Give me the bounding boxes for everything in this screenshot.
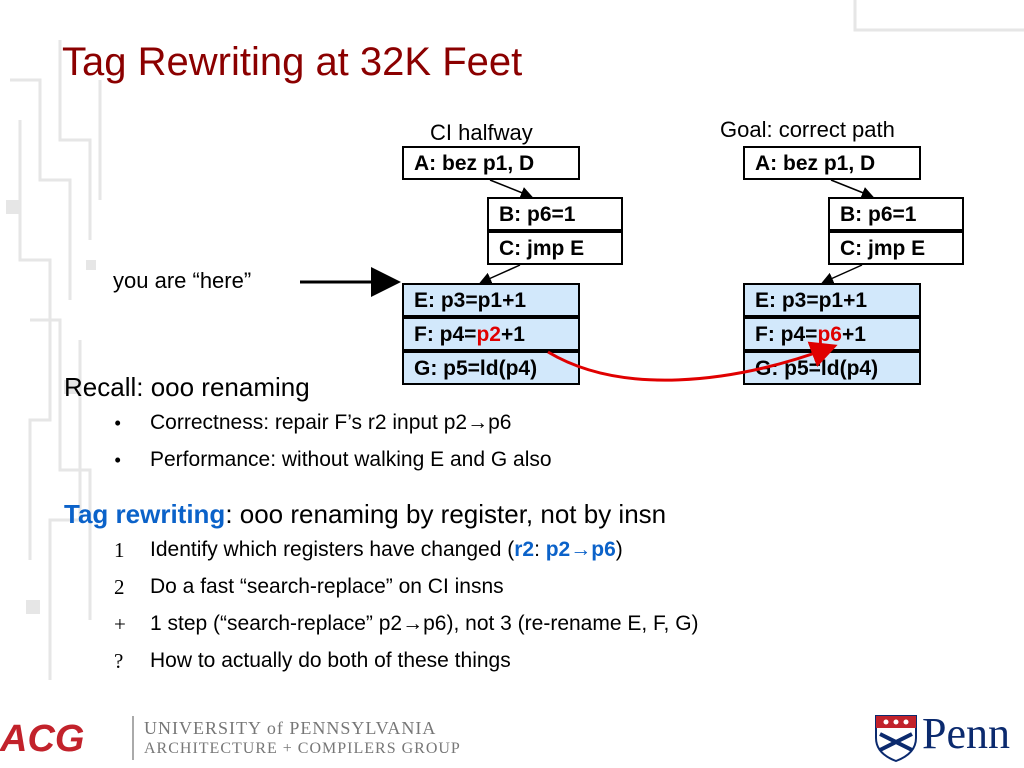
left-f-register: p2 — [476, 323, 501, 346]
insn-f-suffix: +1 — [500, 323, 525, 346]
list-item: • Correctness: repair F’s r2 input p2→p6 — [64, 411, 984, 448]
left-insn-e-box: E: p3=p1+1 — [402, 283, 580, 317]
list-item: 1 Identify which registers have changed … — [64, 538, 984, 575]
penn-shield-icon — [875, 715, 917, 762]
recall-heading: Recall: ooo renaming — [64, 372, 310, 402]
right-insn-f-box: F: p4=p6+1 — [743, 317, 921, 351]
tagrewrite-heading-rest: : ooo renaming by register, not by insn — [225, 499, 667, 529]
left-diagram-caption: CI halfway — [430, 120, 533, 145]
list-item: 2 Do a fast “search-replace” on CI insns — [64, 575, 984, 612]
insn-f-prefix: F: p4= — [414, 323, 477, 346]
right-insn-e-box: E: p3=p1+1 — [743, 283, 921, 317]
red-mapping-arrow — [547, 341, 838, 382]
list-item: ? How to actually do both of these thing… — [64, 649, 984, 686]
item-text: Identify which registers have changed (r… — [150, 538, 623, 562]
right-insn-c-box: C: jmp E — [828, 231, 964, 265]
item-register: r2 — [514, 538, 535, 561]
insn-f-prefix: F: p4= — [755, 323, 818, 346]
right-insn-b-box: B: p6=1 — [828, 197, 964, 231]
right-insn-a-box: A: bez p1, D — [743, 146, 921, 180]
item-mapping: p2→p6 — [545, 538, 616, 561]
item-marker: 2 — [114, 575, 125, 599]
penn-logo: Penn — [922, 709, 1010, 758]
bullet-text: Correctness: repair F’s r2 input p2→p6 — [150, 411, 512, 434]
pointer-label: you are “here” — [113, 268, 252, 293]
arrow-c-to-e-left — [479, 264, 521, 284]
left-insn-b-box: B: p6=1 — [487, 197, 623, 231]
bullet-text: Performance: without walking E and G als… — [150, 448, 552, 471]
arrow-c-to-e-right — [821, 264, 863, 284]
bullet-marker: • — [114, 448, 122, 472]
bullet-marker: • — [114, 411, 122, 435]
group-name: ARCHITECTURE + COMPILERS GROUP — [144, 740, 461, 757]
arrow-a-to-b-left — [489, 179, 533, 199]
insn-f-suffix: +1 — [841, 323, 866, 346]
item-text: 1 step (“search-replace” p2→p6), not 3 (… — [150, 612, 699, 635]
tagrewrite-heading: Tag rewriting: ooo renaming by register,… — [64, 499, 984, 530]
slide-title: Tag Rewriting at 32K Feet — [62, 40, 523, 84]
item-text: Do a fast “search-replace” on CI insns — [150, 575, 504, 598]
left-insn-f-box: F: p4=p2+1 — [402, 317, 580, 351]
left-insn-a-box: A: bez p1, D — [402, 146, 580, 180]
arrow-a-to-b-right — [830, 179, 874, 199]
item-close: ) — [615, 538, 623, 561]
right-f-register: p6 — [817, 323, 842, 346]
acg-logo: ACG — [0, 718, 85, 760]
footer-divider — [132, 716, 134, 760]
left-insn-g-box: G: p5=ld(p4) — [402, 351, 580, 385]
item-marker: + — [114, 612, 126, 636]
item-colon: : — [534, 538, 546, 561]
item-text: How to actually do both of these things — [150, 649, 511, 672]
list-item: + 1 step (“search-replace” p2→p6), not 3… — [64, 612, 984, 649]
item-marker: ? — [114, 649, 124, 673]
slide-body: Recall: ooo renaming • Correctness: repa… — [64, 372, 984, 686]
university-name: UNIVERSITY of PENNSYLVANIA — [144, 718, 437, 738]
item-marker: 1 — [114, 538, 125, 562]
item-text-main: Identify which registers have changed ( — [150, 538, 515, 561]
left-insn-c-box: C: jmp E — [487, 231, 623, 265]
tagrewrite-heading-bold: Tag rewriting — [64, 499, 226, 529]
right-diagram-caption: Goal: correct path — [720, 117, 895, 142]
list-item: • Performance: without walking E and G a… — [64, 448, 984, 485]
